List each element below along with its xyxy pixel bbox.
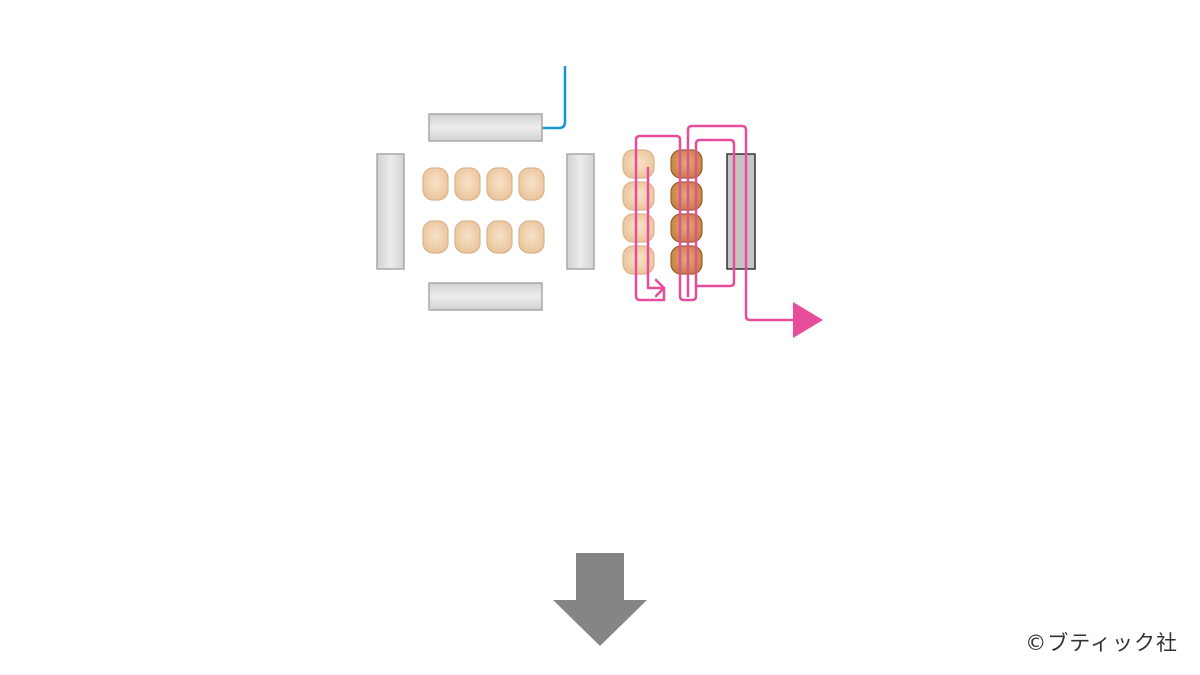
bead <box>454 220 481 254</box>
frame-bar-bottom <box>428 282 543 311</box>
right-bead-column-dark <box>670 149 703 275</box>
bead-dark <box>670 213 703 243</box>
bead <box>622 181 655 211</box>
bead-dark <box>670 149 703 179</box>
center-bead-grid <box>422 167 545 254</box>
copyright-notice: ©ブティック社 <box>1025 631 1178 655</box>
frame-bar-dark <box>726 153 756 270</box>
frame-bar-left <box>376 153 405 270</box>
bead <box>622 213 655 243</box>
pink-thread <box>634 124 798 322</box>
bead <box>518 220 545 254</box>
bead <box>486 167 513 201</box>
bead-dark <box>670 181 703 211</box>
bead <box>622 245 655 275</box>
bead <box>486 220 513 254</box>
bead <box>622 149 655 179</box>
bead <box>422 220 449 254</box>
right-bead-column-light <box>622 149 655 275</box>
blue-thread <box>540 66 567 130</box>
bead <box>422 167 449 201</box>
bead-dark <box>670 245 703 275</box>
frame-bar-top <box>428 113 543 142</box>
bead <box>518 167 545 201</box>
frame-bar-right <box>566 153 595 270</box>
bead <box>454 167 481 201</box>
down-arrow-icon <box>553 553 647 646</box>
pink-thread-arrowhead <box>793 302 823 338</box>
